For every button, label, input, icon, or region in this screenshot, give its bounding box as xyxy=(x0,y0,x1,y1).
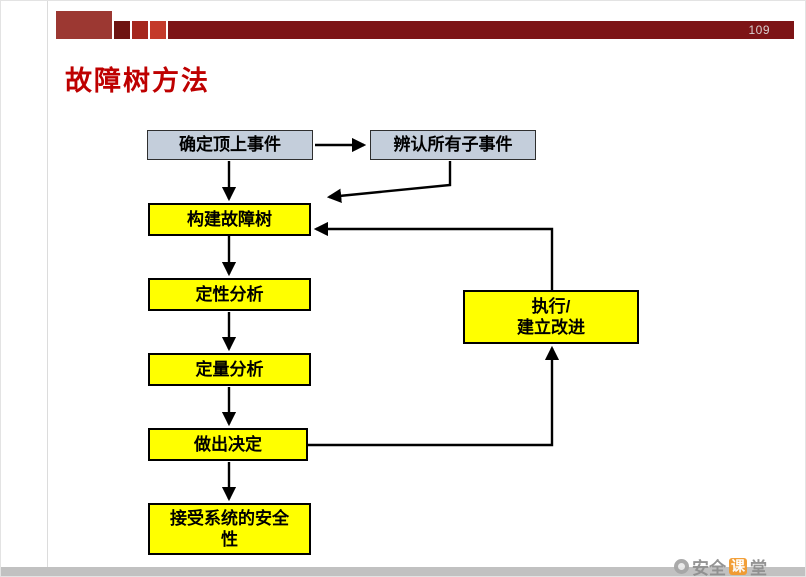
flow-node-label: 做出决定 xyxy=(194,434,262,454)
flow-node-quantitative-analysis: 定量分析 xyxy=(148,353,311,386)
flow-node-identify-sub-events: 辨认所有子事件 xyxy=(370,130,536,160)
flow-node-label: 构建故障树 xyxy=(187,209,272,229)
watermark-text-1: 安全 xyxy=(692,559,726,577)
slide-edge-line xyxy=(47,1,48,576)
header-square-bright xyxy=(150,21,166,39)
watermark-text-2: 堂 xyxy=(750,559,767,577)
arrow-implement-to-build-tree xyxy=(313,221,554,290)
flow-node-label: 确定顶上事件 xyxy=(179,135,281,155)
header-square-dark xyxy=(114,21,130,39)
flow-node-label: 辨认所有子事件 xyxy=(393,135,513,155)
arrow-decision-to-implement xyxy=(308,345,560,447)
flow-node-build-fault-tree: 构建故障树 xyxy=(148,203,311,236)
flow-node-label: 接受系统的安全 性 xyxy=(170,508,289,549)
header-bar: 109 xyxy=(168,21,794,39)
flow-node-accept-system-safety: 接受系统的安全 性 xyxy=(148,503,311,555)
slide-title: 故障树方法 xyxy=(65,66,210,96)
flow-node-label: 执行/ 建立改进 xyxy=(517,296,585,337)
flow-node-qualitative-analysis: 定性分析 xyxy=(148,278,311,311)
flow-node-determine-top-event: 确定顶上事件 xyxy=(147,130,313,160)
footer-bar xyxy=(1,567,805,576)
arrow-sub-events-to-build-tree xyxy=(326,161,452,203)
flow-node-label: 定量分析 xyxy=(195,359,264,379)
watermark: 安全 课 堂 xyxy=(674,554,767,577)
flow-node-implement-improvement: 执行/ 建立改进 xyxy=(463,290,639,344)
header-square-medium xyxy=(132,21,148,39)
watermark-logo-icon xyxy=(674,559,689,574)
watermark-text-accent: 课 xyxy=(729,558,747,575)
flow-node-label: 定性分析 xyxy=(195,284,264,304)
page-number: 109 xyxy=(748,23,770,37)
header-big-square xyxy=(56,11,112,39)
flow-node-make-decision: 做出决定 xyxy=(148,428,308,461)
